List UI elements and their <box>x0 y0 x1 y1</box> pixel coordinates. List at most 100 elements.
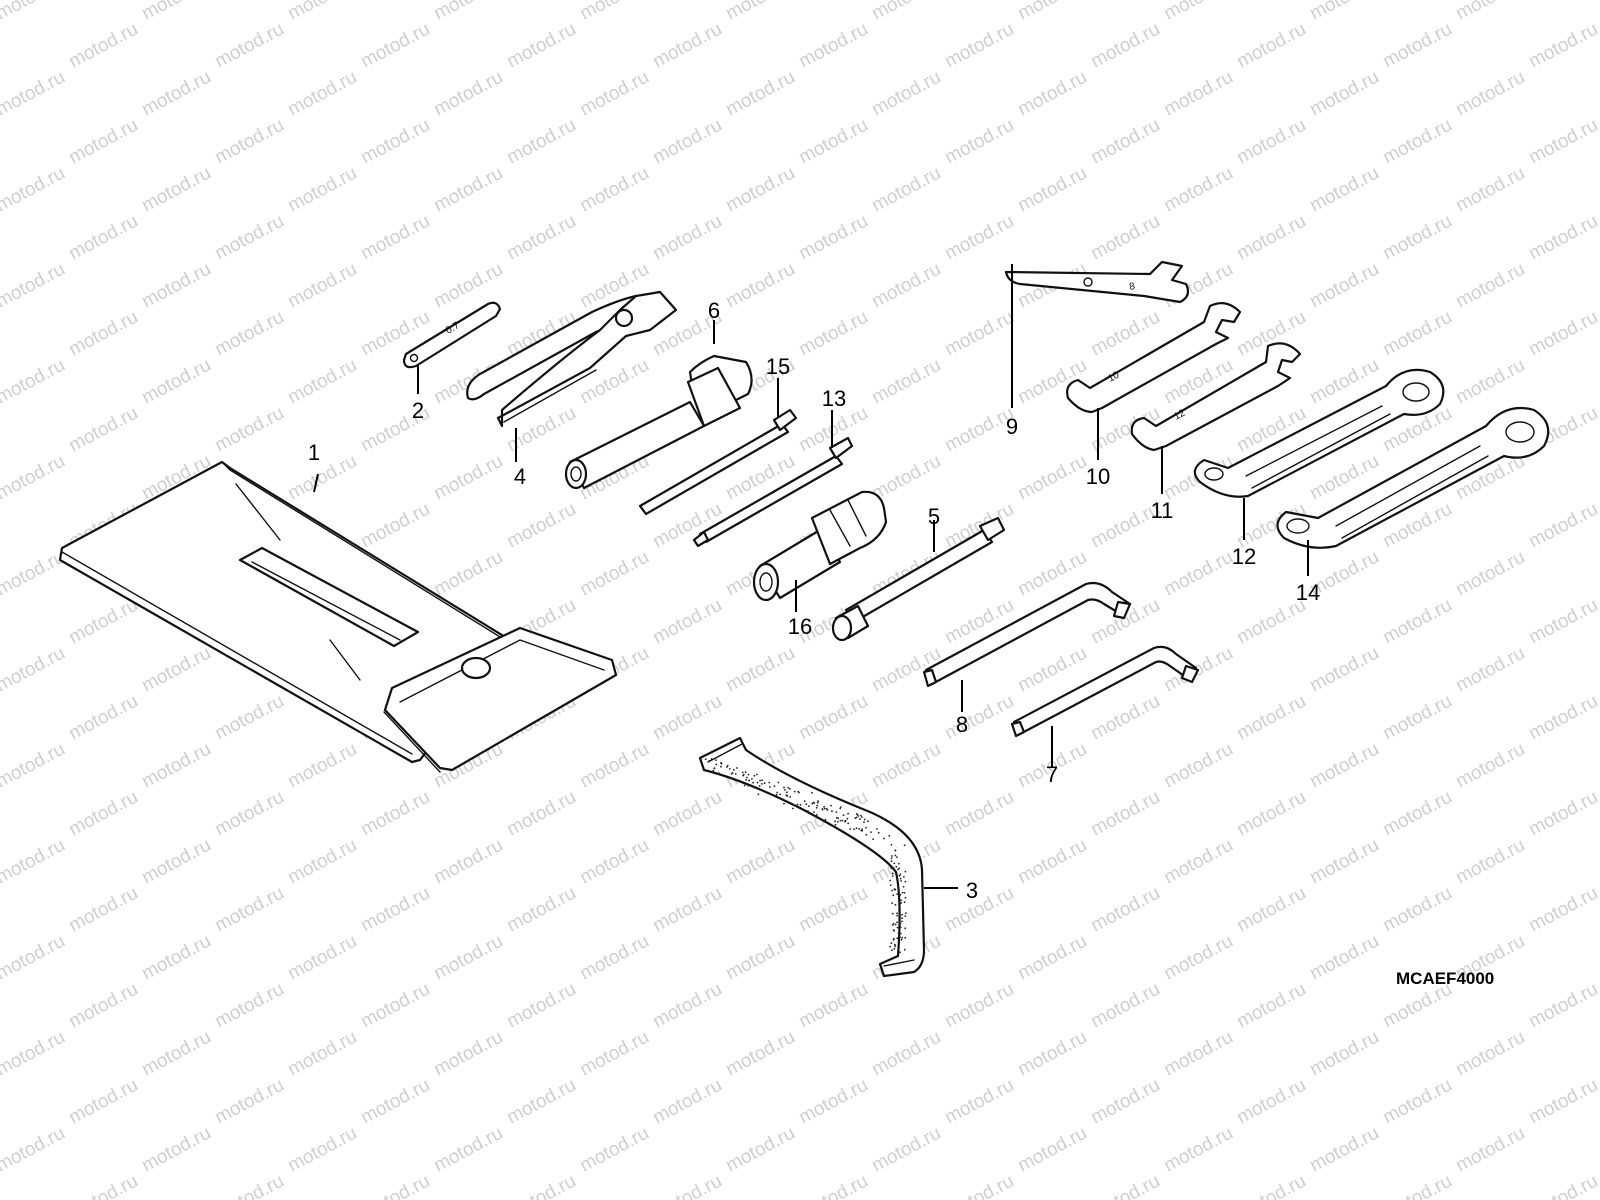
watermark-text: motod.ru <box>1306 1123 1382 1177</box>
strap-texture-dot <box>715 759 717 761</box>
watermark-text: motod.ru <box>1160 163 1236 217</box>
watermark-text: motod.ru <box>357 499 433 553</box>
strap-texture-dot <box>899 951 901 954</box>
watermark-text: motod.ru <box>1452 259 1528 313</box>
watermark-text: motod.ru <box>284 163 360 217</box>
watermark-text: motod.ru <box>211 403 287 457</box>
spark-plug-wrench <box>564 354 753 490</box>
watermark-text: motod.ru <box>1379 115 1455 169</box>
watermark-text: motod.ru <box>503 883 579 937</box>
watermark-text: motod.ru <box>284 1027 360 1081</box>
watermark-text: motod.ru <box>0 163 69 217</box>
watermark-text: motod.ru <box>1306 0 1382 24</box>
strap-texture-dot <box>898 908 900 911</box>
watermark-text: motod.ru <box>1379 19 1455 73</box>
strap-texture-dot <box>803 800 806 802</box>
watermark-text: motod.ru <box>138 1027 214 1081</box>
strap-texture-dot <box>861 829 864 832</box>
strap-texture-dot <box>898 874 901 877</box>
watermark-text: motod.ru <box>1014 163 1090 217</box>
strap-texture-dot <box>894 854 897 857</box>
watermark-text: motod.ru <box>357 1171 433 1200</box>
watermark-text: motod.ru <box>65 691 141 745</box>
watermark-text: motod.ru <box>0 547 69 601</box>
strap-texture-dot <box>891 924 894 926</box>
strap-texture-dot <box>890 843 893 846</box>
strap-texture-dot <box>855 827 858 829</box>
strap-texture-dot <box>853 828 855 831</box>
watermark-text: motod.ru <box>1525 787 1600 841</box>
strap-texture-dot <box>773 785 776 787</box>
watermark-text: motod.ru <box>649 211 725 265</box>
strap-texture-dot <box>898 893 901 896</box>
watermark-text: motod.ru <box>211 979 287 1033</box>
watermark-text: motod.ru <box>649 883 725 937</box>
callout-13: 13 <box>822 386 846 411</box>
strap-texture-dot <box>890 857 893 860</box>
watermark-text: motod.ru <box>357 787 433 841</box>
leader-lines <box>313 264 1309 889</box>
watermark-text: motod.ru <box>0 67 69 121</box>
watermark-text: motod.ru <box>430 1123 506 1177</box>
strap-texture-dot <box>761 779 763 782</box>
watermark-text: motod.ru <box>65 979 141 1033</box>
watermark-text: motod.ru <box>795 115 871 169</box>
strap-texture-dot <box>752 781 754 784</box>
watermark-text: motod.ru <box>1379 691 1455 745</box>
watermark-text: motod.ru <box>1452 1123 1528 1177</box>
strap-texture-dot <box>711 770 714 773</box>
watermark-text: motod.ru <box>284 835 360 889</box>
open-end-wrench-12: 12 <box>1130 342 1302 452</box>
watermark-text: motod.ru <box>649 1171 725 1200</box>
callout-16: 16 <box>788 614 812 639</box>
watermark-text: motod.ru <box>1160 1123 1236 1177</box>
watermark-text: motod.ru <box>576 163 652 217</box>
strap-texture-dot <box>896 926 899 929</box>
strap-texture-dot <box>756 781 759 784</box>
callout-9: 9 <box>1006 414 1018 439</box>
watermark-text: motod.ru <box>211 211 287 265</box>
strap-texture-dot <box>824 818 827 821</box>
strap-texture-dot <box>734 773 737 775</box>
strap-texture-dot <box>891 902 894 904</box>
callout-6: 6 <box>708 298 720 323</box>
watermark-text: motod.ru <box>576 1027 652 1081</box>
watermark-text: motod.ru <box>1087 787 1163 841</box>
strap-texture-dot <box>758 785 761 787</box>
watermark-text: motod.ru <box>941 19 1017 73</box>
watermark-text: motod.ru <box>284 931 360 985</box>
watermark-text: motod.ru <box>1452 739 1528 793</box>
watermark-text: motod.ru <box>503 115 579 169</box>
watermark-text: motod.ru <box>941 1171 1017 1200</box>
watermark-text: motod.ru <box>941 979 1017 1033</box>
strap-texture-dot <box>708 760 711 762</box>
strap-texture-dot <box>904 880 907 883</box>
strap-texture-dot <box>757 793 760 796</box>
svg-text:12: 12 <box>1172 408 1187 423</box>
strap-texture-dot <box>837 821 839 823</box>
watermark-text: motod.ru <box>138 67 214 121</box>
watermark-text: motod.ru <box>138 739 214 793</box>
strap-texture-dot <box>816 804 818 807</box>
strap-texture-dot <box>891 949 893 951</box>
strap-texture-dot <box>841 819 844 822</box>
strap-texture-dot <box>883 837 885 840</box>
watermark-text: motod.ru <box>430 835 506 889</box>
watermark-text: motod.ru <box>357 883 433 937</box>
strap-texture-dot <box>746 776 748 779</box>
strap-texture-dot <box>899 926 902 929</box>
strap-texture-dot <box>826 809 829 811</box>
watermark-text: motod.ru <box>1452 547 1528 601</box>
strap-texture-dot <box>902 885 905 888</box>
watermark-text: motod.ru <box>1160 835 1236 889</box>
strap-texture-dot <box>759 779 761 782</box>
svg-text:10: 10 <box>1106 370 1121 385</box>
watermark-text: motod.ru <box>1014 451 1090 505</box>
strap-texture-dot <box>898 862 900 865</box>
strap-texture-dot <box>713 767 716 769</box>
callout-5: 5 <box>928 504 940 529</box>
strap-texture-dot <box>726 764 729 767</box>
watermark-text: motod.ru <box>357 19 433 73</box>
strap-texture-dot <box>863 818 866 821</box>
watermark-text: motod.ru <box>576 547 652 601</box>
